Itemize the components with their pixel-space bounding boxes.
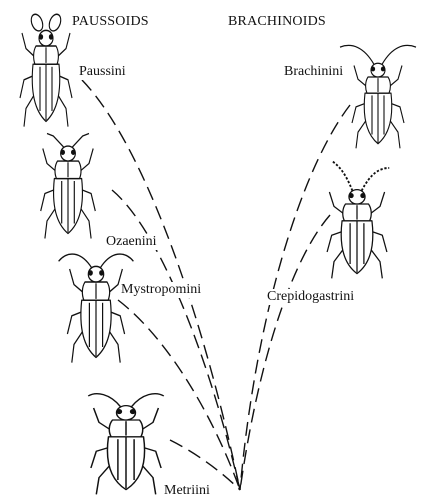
paussoids-title: PAUSSOIDS xyxy=(72,14,149,29)
lineage-branches xyxy=(81,79,351,491)
branch-mystropomini xyxy=(117,299,241,491)
tribe-label-metriini: Metriini xyxy=(163,483,211,499)
branch-metriini xyxy=(169,439,241,491)
tribe-label-paussini: Paussini xyxy=(78,64,127,80)
tribe-label-mystropomini: Mystropomini xyxy=(120,282,203,298)
crepidogastrini-beetle xyxy=(326,160,390,280)
tribe-label-crepidogastrini: Crepidogastrini xyxy=(266,289,356,305)
tribe-label-ozaenini: Ozaenini xyxy=(105,234,158,250)
brachinoids-title: BRACHINOIDS xyxy=(228,14,326,29)
branch-crepidogastrini xyxy=(239,214,331,491)
metriini-beetle xyxy=(87,393,165,496)
mystropomini-beetle xyxy=(58,253,134,364)
branch-brachinini xyxy=(239,104,351,491)
brachinini-beetle xyxy=(339,44,417,149)
branch-paussini xyxy=(81,79,241,491)
ozaenini-beetle xyxy=(40,132,96,240)
branch-ozaenini xyxy=(111,189,241,491)
tribe-label-brachinini: Brachinini xyxy=(283,64,345,80)
paussini-beetle xyxy=(19,13,73,128)
